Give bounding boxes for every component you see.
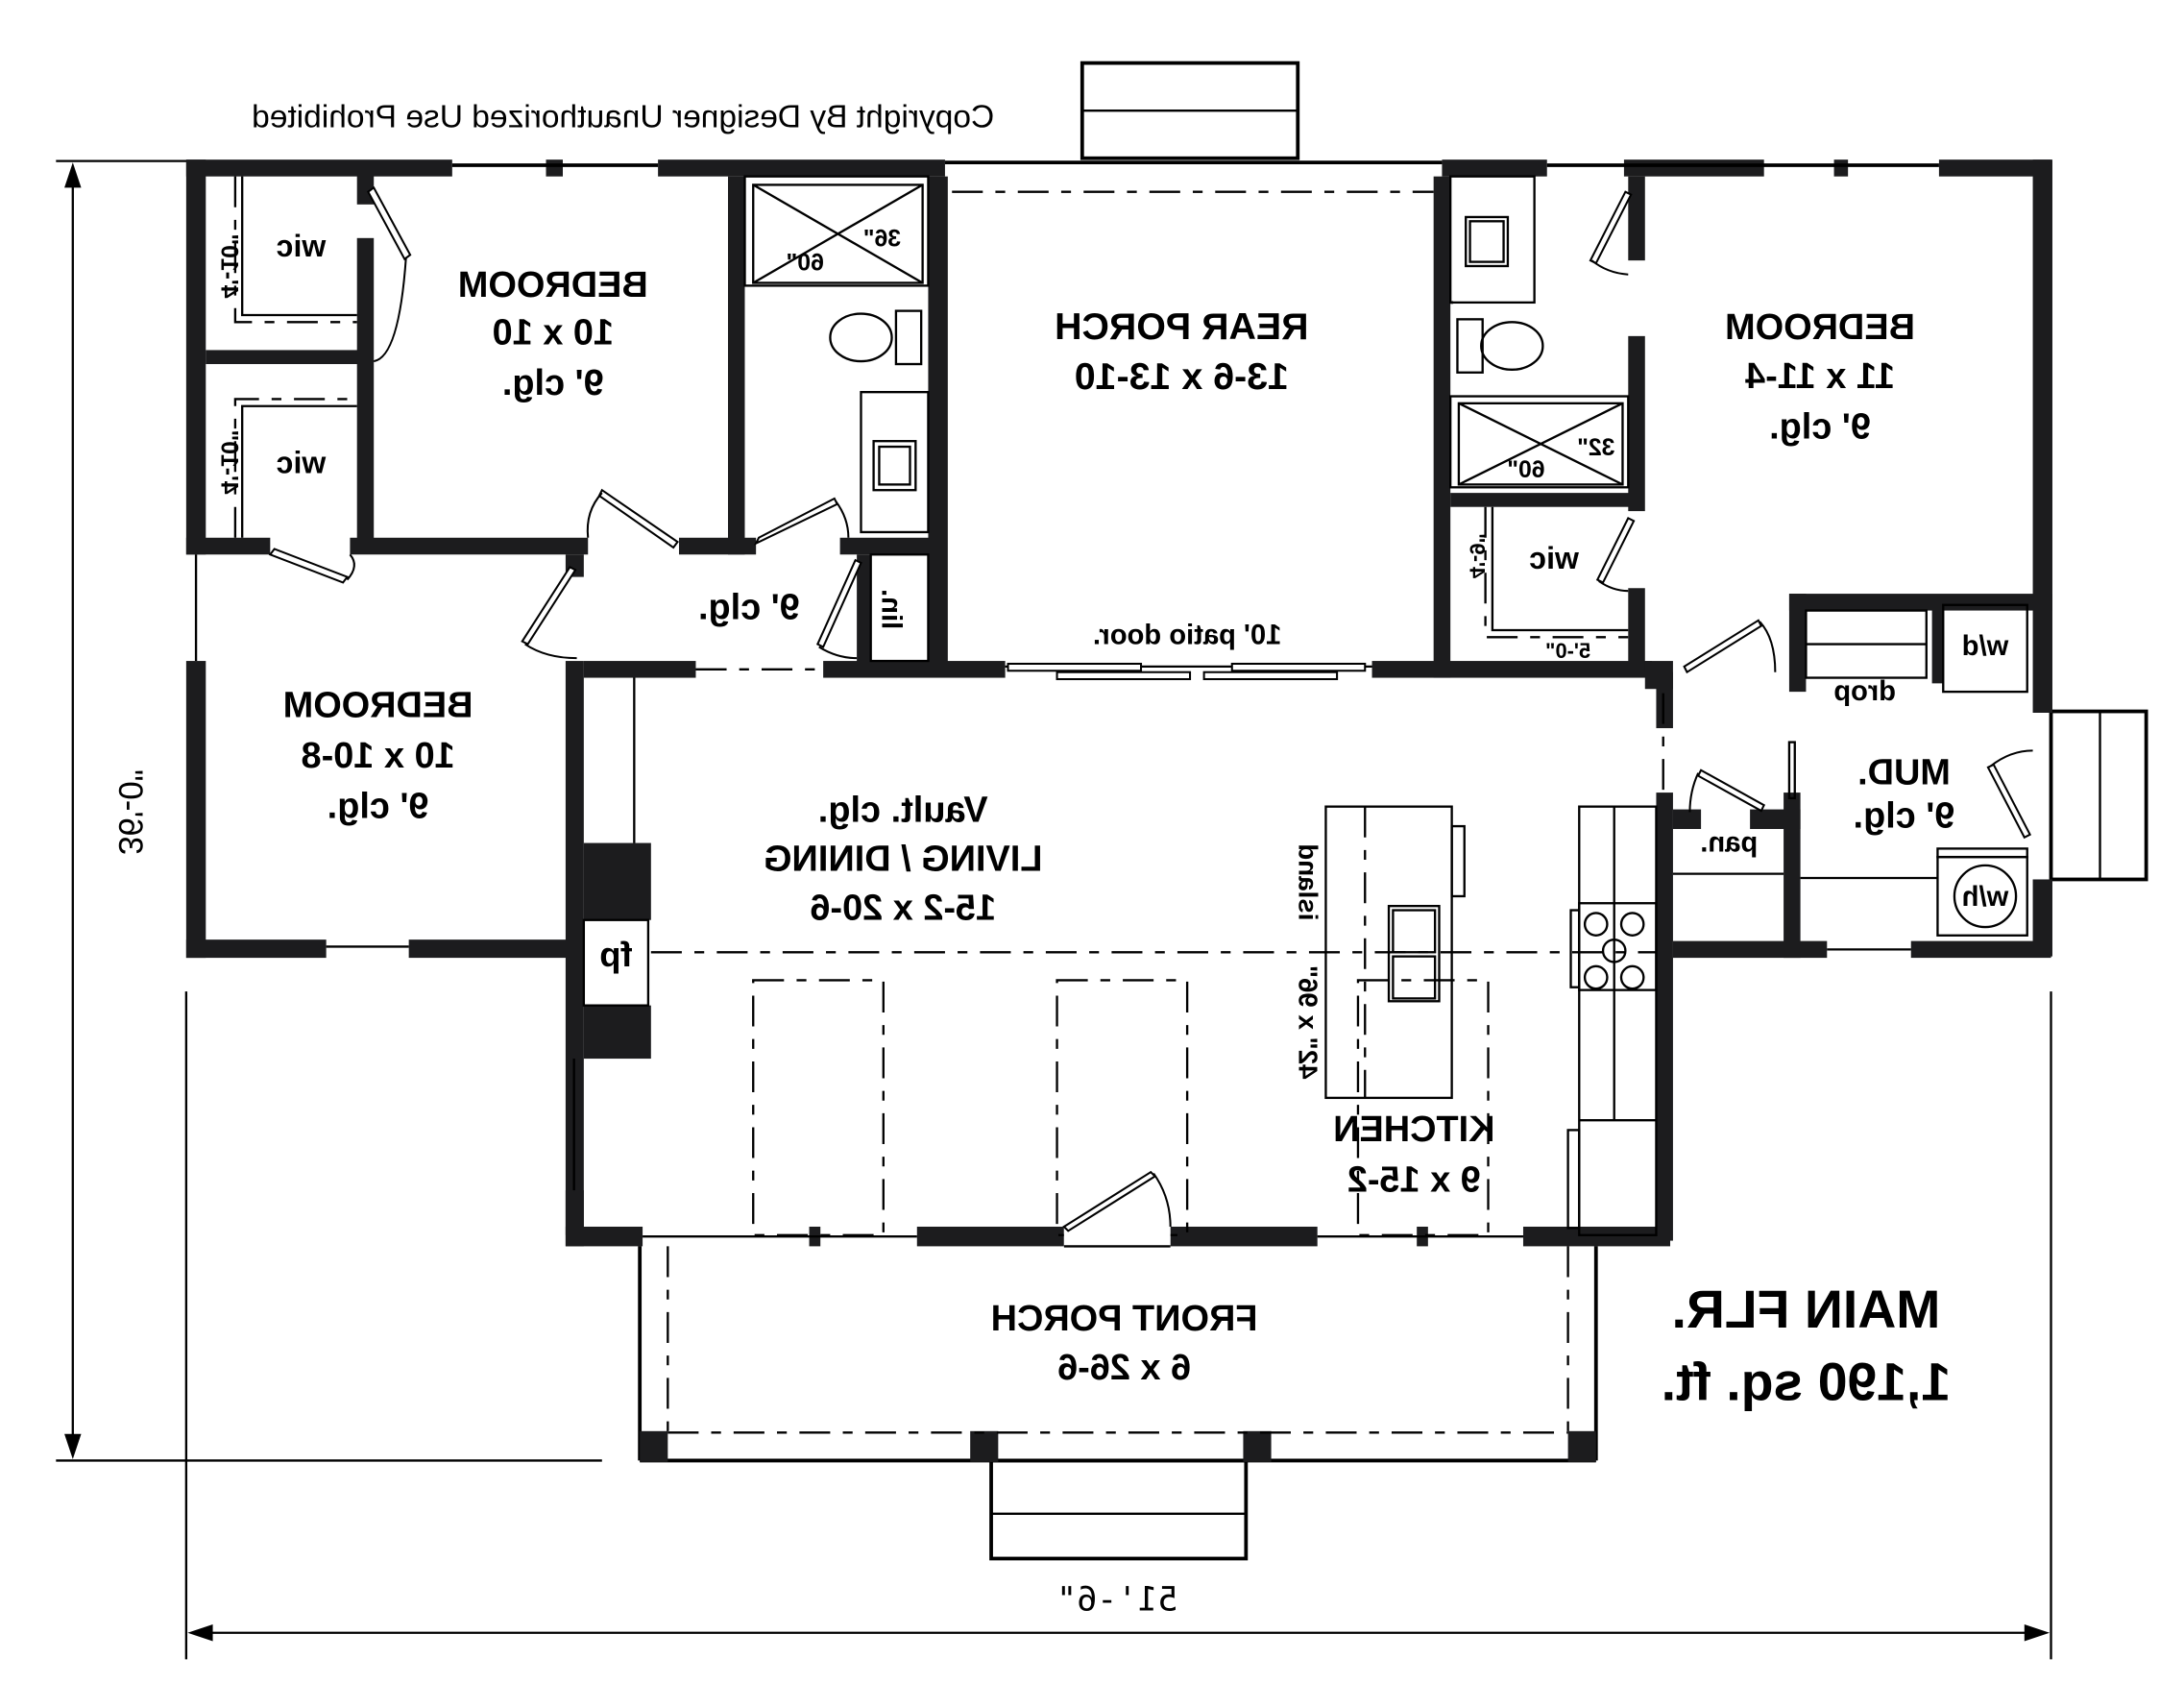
living-size: 15-2 x 20-6: [810, 889, 996, 929]
hall-ceiling: 9' clg.: [698, 587, 800, 627]
bath-1-fixtures: [743, 175, 930, 534]
wic-3-dim-h: 5'-0": [1545, 639, 1590, 663]
shower-2-width: 32": [1577, 435, 1614, 461]
island-size: 42" x 96": [1294, 965, 1323, 1080]
wic-1-dim: 4'-10": [215, 233, 241, 298]
door-mud-hall[interactable]: [1683, 619, 1777, 674]
living-ceiling: Vault. clg.: [818, 791, 988, 831]
door-bath-2[interactable]: [1589, 190, 1633, 276]
labels: Copyright By Designer Unauthorized Use P…: [111, 100, 2009, 1620]
door-wic-3[interactable]: [1595, 516, 1636, 593]
fireplace: [582, 918, 650, 1007]
side-steps: [2049, 709, 2148, 882]
shower-2-length: 60": [1507, 457, 1544, 483]
linen-label: lin.: [875, 589, 906, 629]
door-bedroom-w[interactable]: [521, 566, 577, 660]
linen-closet: [869, 553, 930, 663]
bedroom-nw-ceiling: 9' clg.: [502, 363, 604, 403]
bedroom-ne-name: BEDROOM: [1725, 307, 1915, 348]
wic-2-dim: 4'-10": [215, 429, 241, 494]
door-front[interactable]: [1062, 1170, 1172, 1248]
dimension-lines: [56, 159, 2052, 1660]
island-label: island: [1294, 843, 1323, 920]
drop-label: drop: [1833, 676, 1896, 707]
fireplace-label: fp: [599, 935, 632, 974]
wic-3-dim-v: 4'-9": [1466, 533, 1490, 578]
front-porch-outline: [638, 1246, 1598, 1463]
floor-title: MAIN FLR.: [1671, 1280, 1940, 1339]
front-porch-size: 6 x 26-6: [1057, 1348, 1191, 1388]
copyright-text: Copyright By Designer Unauthorized Use P…: [252, 100, 994, 135]
rear-porch-size: 13-6 x 13-10: [1075, 355, 1289, 398]
water-heater-label: w/h: [1962, 882, 2010, 913]
wic-2-label: wic: [277, 446, 328, 480]
kitchen-name: KITCHEN: [1333, 1110, 1494, 1150]
shower-1-width: 36": [863, 227, 901, 253]
front-porch-name: FRONT PORCH: [991, 1299, 1258, 1339]
patio-door[interactable]: [1007, 662, 1367, 681]
door-pantry[interactable]: [1688, 768, 1766, 813]
living-name: LIVING / DINING: [764, 840, 1043, 880]
door-side-exterior[interactable]: [1986, 749, 2033, 840]
overall-depth-dim: 36'-0": [111, 769, 149, 855]
bedroom-nw-size: 10 x 10: [493, 313, 614, 354]
bedroom-nw-name: BEDROOM: [458, 265, 648, 305]
kitchen-size: 9 x 15-2: [1347, 1160, 1481, 1201]
bedroom-ne-size: 11 x 11-4: [1745, 356, 1895, 397]
pantry-label: pan.: [1700, 827, 1758, 858]
door-wic-1[interactable]: [367, 185, 412, 363]
walls: [185, 159, 2052, 1247]
floor-area: 1,190 sq. ft.: [1662, 1353, 1952, 1412]
bedroom-ne-ceiling: 9' clg.: [1769, 406, 1871, 447]
wic-1-label: wic: [277, 229, 328, 263]
overall-width-dim: 51'-6": [1056, 1580, 1177, 1619]
door-bedroom-nw[interactable]: [586, 488, 679, 549]
bedroom-w-ceiling: 9' clg.: [328, 786, 429, 826]
rear-porch-name: REAR PORCH: [1055, 305, 1308, 348]
dashed-lines: [633, 190, 1664, 1236]
door-wic-2[interactable]: [268, 548, 355, 584]
bedroom-w-name: BEDROOM: [283, 685, 473, 725]
mud-fixtures: [1672, 603, 2028, 937]
kitchen-fixtures: [1324, 805, 1658, 1236]
doors: [268, 185, 2033, 1248]
front-steps: [989, 1458, 1249, 1561]
bedroom-w-size: 10 x 10-8: [302, 736, 455, 776]
wic-3-label: wic: [1529, 541, 1580, 575]
mud-ceiling: 9' clg.: [1854, 796, 1955, 837]
door-linen[interactable]: [815, 558, 862, 660]
door-bath-1[interactable]: [753, 497, 850, 546]
bath-2-fixtures: [1449, 175, 1630, 489]
mud-name: MUD.: [1857, 752, 1951, 793]
washer-dryer-label: w/d: [1962, 631, 2010, 662]
patio-door-label: 10' patio door.: [1093, 621, 1281, 651]
rear-steps: [1080, 61, 1300, 160]
shower-1-length: 60": [787, 250, 824, 276]
